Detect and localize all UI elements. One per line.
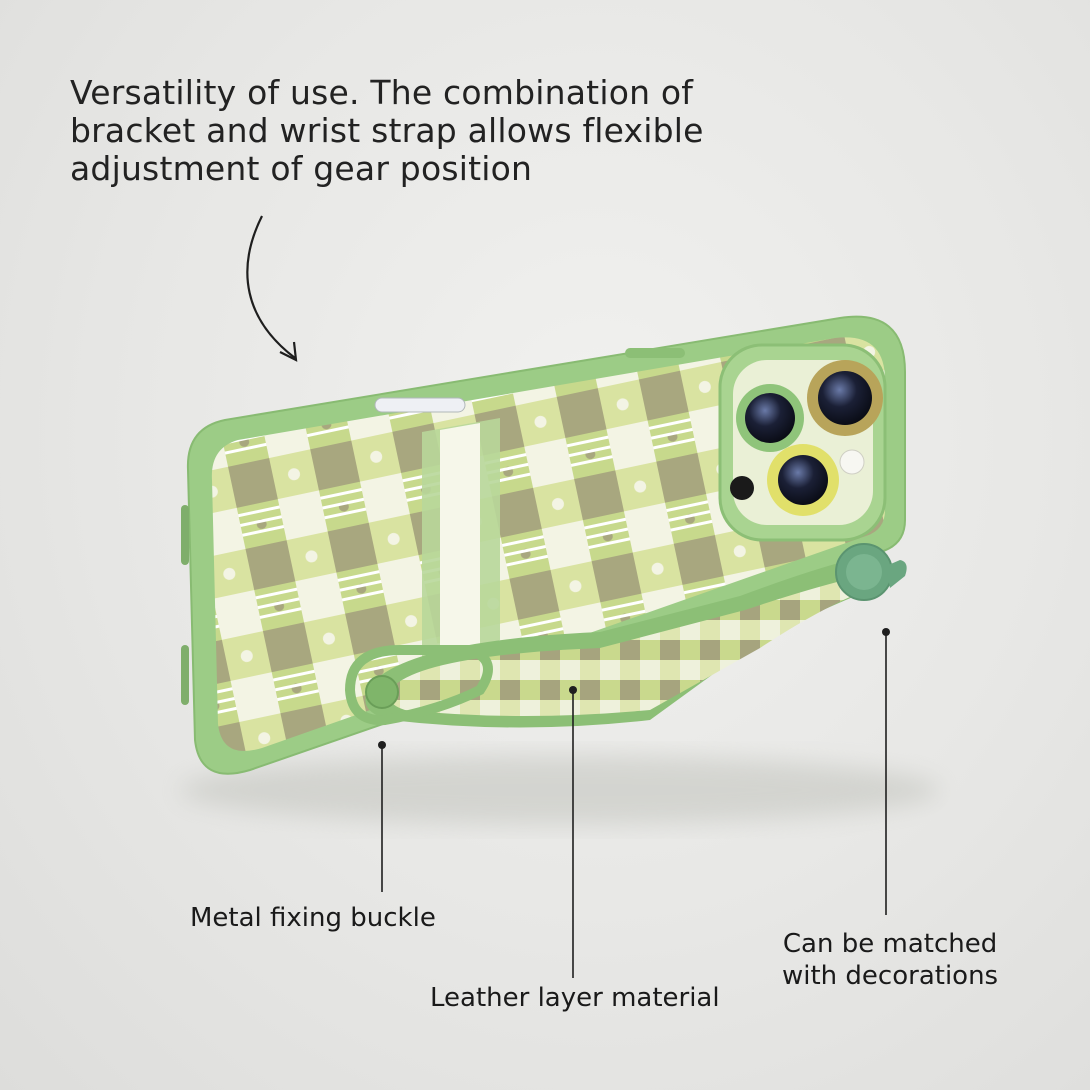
wrist-strap (344, 543, 907, 728)
camera-lens-icon (718, 343, 887, 542)
callout-leather: Leather layer material (430, 982, 720, 1014)
leader-lines (378, 628, 890, 978)
callout-buckle: Metal fixing buckle (190, 902, 436, 934)
strap-buckle-icon (344, 645, 493, 726)
side-button (374, 397, 466, 413)
callout-decorations-line-2: with decorations (782, 961, 999, 991)
headline-line-2: bracket and wrist strap allows flexible (70, 111, 704, 150)
shadow (180, 755, 940, 825)
side-button (625, 348, 685, 358)
callout-decorations: Can be matched with decorations (782, 928, 998, 992)
curved-arrow-icon (246, 215, 298, 362)
strap-buckle-icon (365, 675, 399, 709)
headline-line-3: adjustment of gear position (70, 149, 533, 188)
callout-decorations-line-1: Can be matched (782, 929, 998, 959)
callout-leather-text: Leather layer material (430, 983, 720, 1013)
headline: Versatility of use. The combination of b… (70, 74, 710, 188)
headline-line-1: Versatility of use. The combination of (70, 73, 694, 112)
callout-buckle-text: Metal fixing buckle (190, 903, 436, 933)
